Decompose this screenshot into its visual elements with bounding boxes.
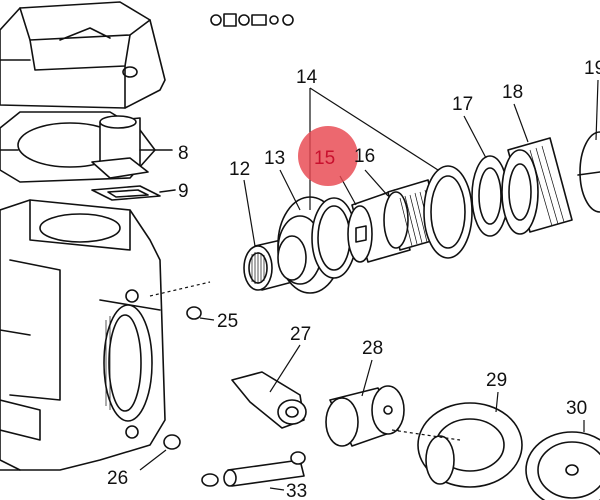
callout-14: 14 [296, 67, 318, 88]
callout-8: 8 [178, 143, 189, 164]
callout-30: 30 [566, 398, 587, 419]
callout-13: 13 [264, 148, 285, 169]
part-9-square-gasket [91, 185, 176, 201]
callout-16: 16 [354, 146, 375, 167]
callout-9: 9 [178, 181, 189, 202]
callout-labels: 8 9 12 13 14 15 16 17 18 19 25 26 27 28 … [107, 58, 600, 500]
callout-33: 33 [286, 481, 307, 500]
part-26-o-ring [139, 434, 181, 471]
callout-12: 12 [229, 159, 250, 180]
part-17-spacer [471, 155, 509, 237]
part-27-lever [231, 344, 307, 429]
cover-housing [0, 1, 166, 109]
callout-27: 27 [290, 324, 311, 345]
part-8-valve-box [91, 115, 173, 179]
part-18-ball-bearing [501, 137, 573, 235]
highlight-circle-15 [298, 126, 358, 186]
part-25-o-ring [149, 281, 215, 321]
part-30-toothed-wheel [525, 420, 600, 500]
part-19-gear [577, 79, 600, 213]
callout-28: 28 [362, 338, 383, 359]
part-29-flange [391, 391, 523, 488]
callout-17: 17 [452, 94, 473, 115]
part-14-seal-ring-right [423, 165, 473, 259]
part-33-pin [201, 451, 306, 491]
pump-housing [0, 199, 166, 471]
callout-19: 19 [584, 58, 600, 79]
callout-15: 15 [314, 148, 335, 169]
callout-26: 26 [107, 468, 128, 489]
callout-25: 25 [217, 311, 238, 332]
callout-29: 29 [486, 370, 507, 391]
part-28-eccentric-cylinder [325, 359, 405, 447]
bolt-set-top [210, 13, 294, 27]
callout-18: 18 [502, 82, 523, 103]
